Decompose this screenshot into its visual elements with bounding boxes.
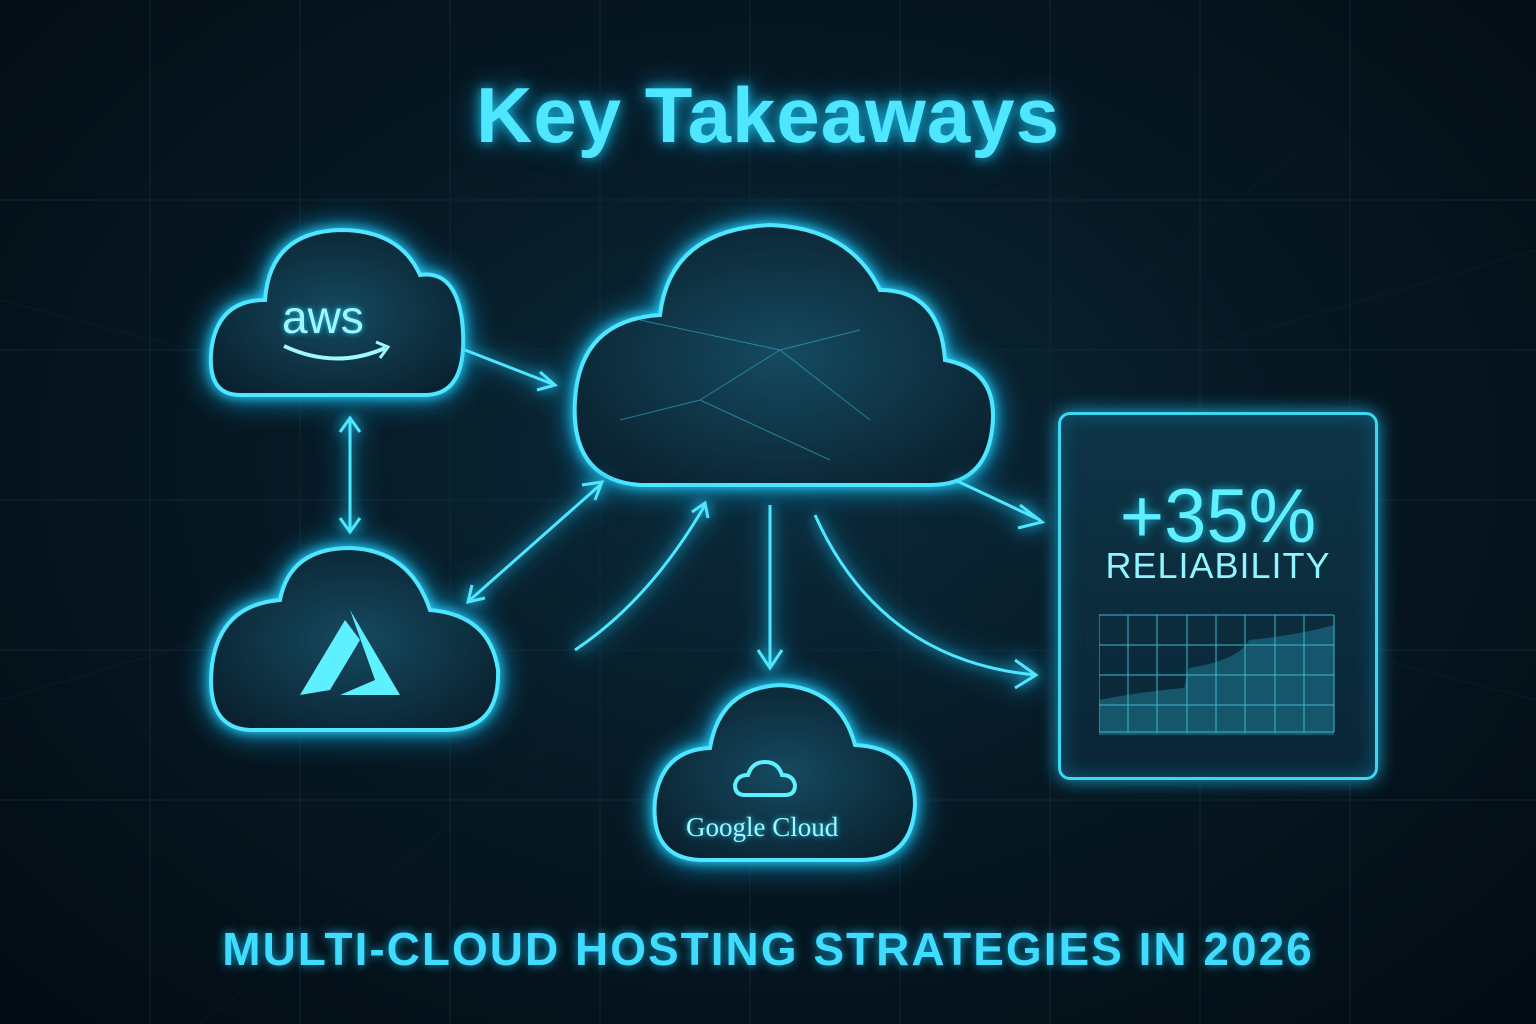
azure-logo-icon — [300, 610, 400, 695]
aws-smile-icon — [283, 340, 391, 361]
reliability-trend-chart — [1099, 614, 1335, 735]
stat-value: +35% — [1119, 474, 1317, 559]
aws-logo: aws — [282, 291, 364, 343]
central-cloud[interactable] — [572, 222, 995, 487]
aws-cloud — [208, 227, 466, 397]
google-cloud-label: Google Cloud — [686, 812, 839, 842]
stat-label: RELIABILITY — [1105, 545, 1331, 586]
connection-arrows — [338, 348, 1046, 690]
azure-cloud — [209, 545, 501, 732]
google-cloud — [652, 682, 918, 862]
google-cloud-logo-icon — [732, 759, 798, 797]
reliability-stat-panel: +35% RELIABILITY — [1058, 412, 1378, 780]
page-title: Key Takeaways — [476, 71, 1060, 159]
page-subtitle: MULTI-CLOUD HOSTING STRATEGIES IN 2026 — [222, 923, 1314, 975]
